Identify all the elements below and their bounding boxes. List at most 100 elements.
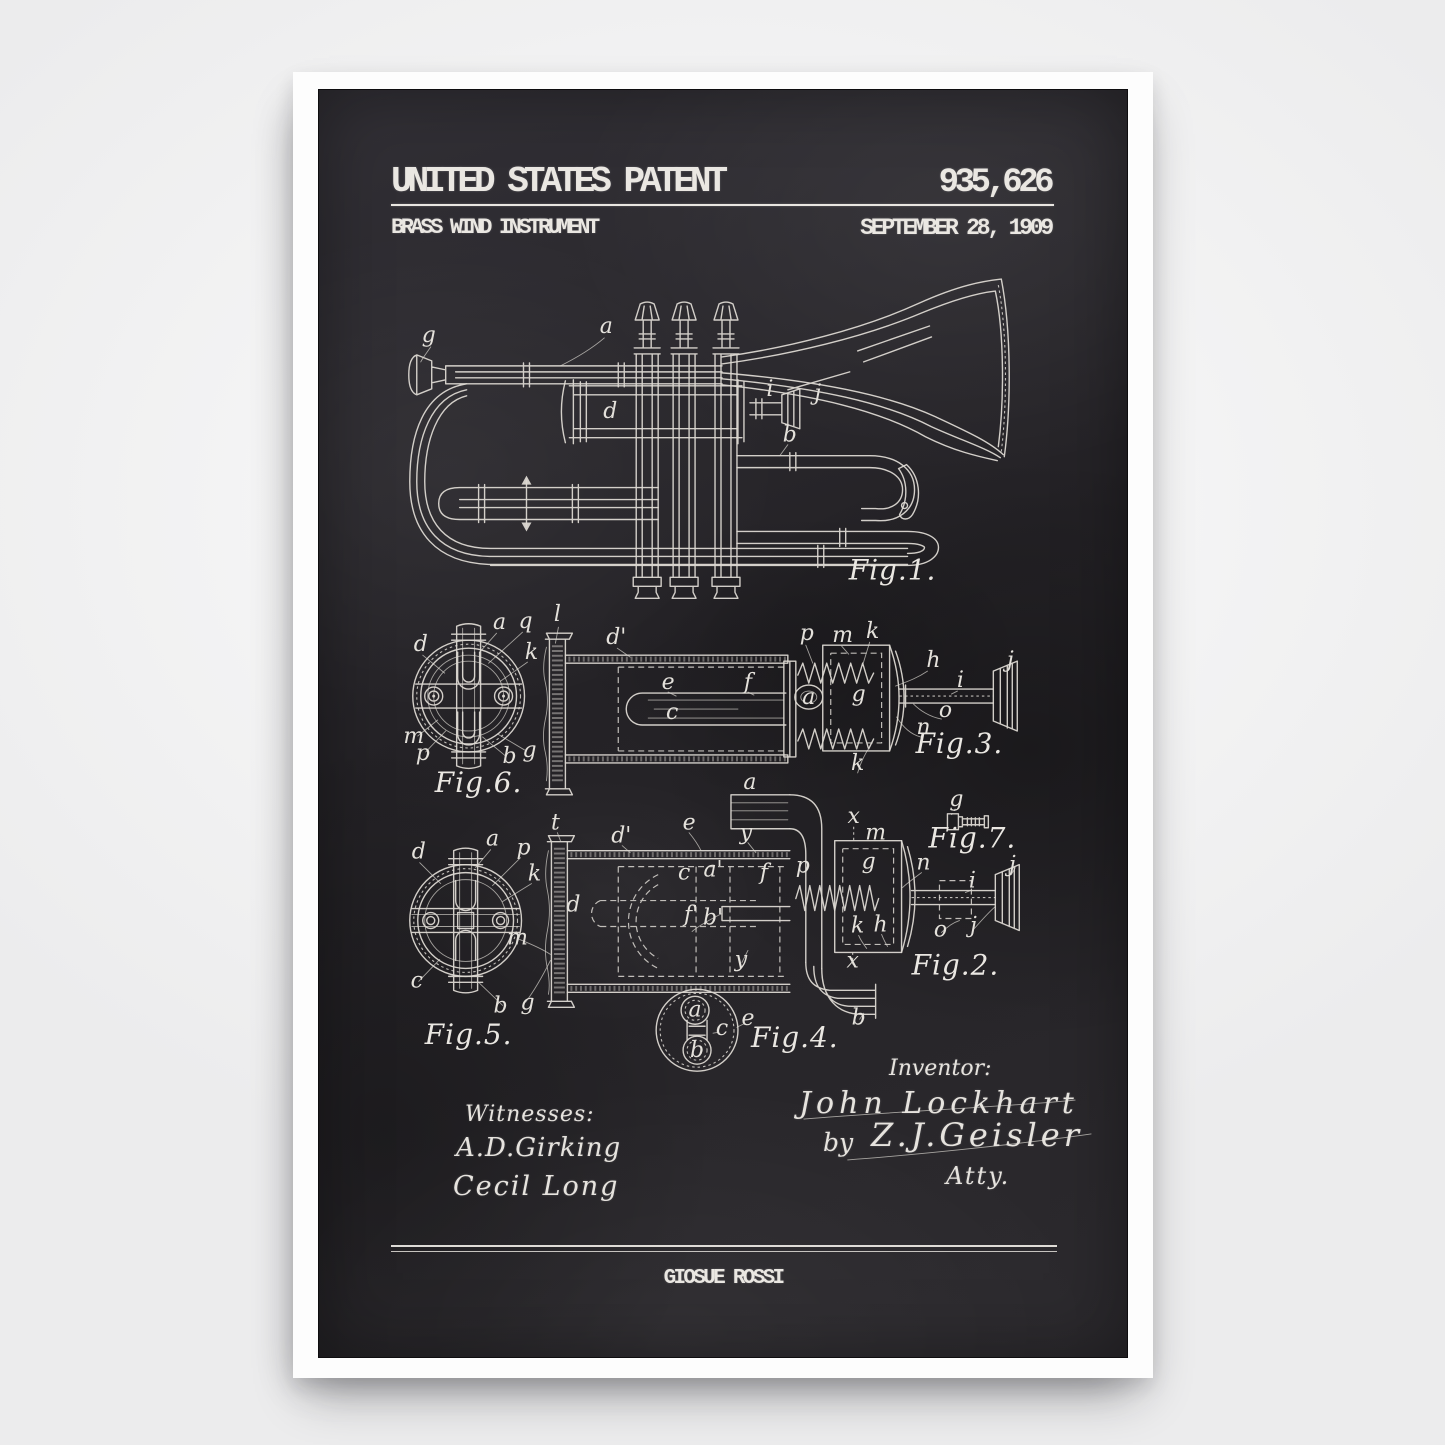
valve-casing — [632, 301, 662, 600]
part-label-fig3-n: n — [916, 715, 930, 740]
patent-header: UNITED STATES PATENT 935,626 BRASS WIND … — [391, 161, 1055, 243]
part-label-fig6-b: b — [503, 744, 517, 769]
part-label-fig3-m: m — [832, 623, 853, 648]
part-label-fig4-e: e — [741, 1006, 754, 1031]
part-label-fig3-a: a — [802, 685, 815, 710]
part-label-fig3-k: k — [866, 619, 879, 644]
part-label-fig5-k: k — [528, 862, 541, 887]
part-label-fig2-m: m — [865, 821, 886, 846]
part-label-fig3-l: l — [554, 602, 561, 627]
part-label-fig6-g: g — [522, 738, 536, 763]
part-label-fig2-x: x — [846, 948, 859, 973]
witnesses-heading: Witnesses: — [465, 1102, 595, 1127]
part-label-fig2-t: t — [551, 811, 560, 836]
part-label-fig2-y: y — [734, 947, 748, 972]
part-label-fig6-a: a — [493, 610, 506, 635]
part-label-fig2-j: j — [966, 913, 977, 938]
caption-fig7: Fig.7. — [928, 822, 1017, 855]
part-label-fig2-f: f — [758, 861, 772, 886]
part-label-fig3-d': d' — [606, 625, 626, 650]
subheader-row: BRASS WIND INSTRUMENT SEPTEMBER 28, 1909 — [391, 215, 1054, 243]
header-rule — [391, 204, 1054, 206]
part-label-fig1-b: b — [783, 423, 797, 448]
header-row: UNITED STATES PATENT 935,626 — [391, 161, 1055, 202]
part-label-fig2-o: o — [934, 917, 947, 942]
patent-number: 935,626 — [938, 164, 1055, 202]
part-label-fig5-c: c — [411, 968, 423, 993]
valve-casing — [669, 301, 699, 600]
part-label-fig2-a: a — [743, 770, 756, 795]
figure-7: Fig.7. g — [928, 787, 1017, 855]
part-label-fig2-x: x — [847, 804, 860, 829]
part-label-fig4-a: a — [689, 997, 702, 1022]
inventor-signature: John Lockhart — [799, 1086, 1079, 1121]
part-label-fig2-b: b — [852, 1005, 866, 1030]
witness-signature-2: Cecil Long — [453, 1171, 620, 1202]
part-label-fig2-j: j — [1005, 853, 1016, 878]
part-label-fig1-g: g — [422, 323, 436, 348]
attorney-signature: Z.J.Geisler — [871, 1116, 1083, 1154]
part-label-fig5-p: p — [516, 836, 530, 861]
part-label-fig2-n: n — [916, 851, 930, 876]
part-label-fig2-i: i — [969, 869, 976, 894]
part-label-fig3-k: k — [851, 751, 864, 776]
part-label-fig1-j: j — [810, 381, 821, 406]
part-label-fig6-m: m — [403, 724, 424, 749]
caption-fig1: Fig.1. — [848, 553, 937, 586]
attorney-by-prefix: by — [823, 1128, 854, 1157]
part-label-fig3-i: i — [957, 668, 964, 693]
part-label-fig3-p: p — [800, 621, 814, 646]
part-label-fig6-k: k — [525, 640, 538, 665]
caption-fig5: Fig.5. — [424, 1018, 513, 1051]
part-label-fig2-e: e — [683, 811, 696, 836]
footer-name: GIOSUE ROSSI — [663, 1267, 786, 1290]
signature-flourish — [803, 1099, 1092, 1161]
part-label-fig2-d: d — [566, 893, 580, 918]
part-label-fig3-f: f — [742, 670, 756, 695]
part-label-fig1-i: i — [766, 377, 773, 402]
valve-casing — [711, 301, 741, 600]
part-label-fig5-b: b — [494, 993, 508, 1018]
caption-fig3: Fig.3. — [915, 727, 1004, 760]
patent-title: UNITED STATES PATENT — [391, 161, 728, 202]
part-label-fig7-g: g — [949, 787, 963, 812]
part-label-fig4-c: c — [716, 1016, 728, 1041]
part-label-fig5-d: d — [412, 840, 426, 865]
part-label-fig5-a: a — [486, 827, 499, 852]
part-label-fig6-p: p — [416, 741, 430, 766]
part-label-fig2-y: y — [739, 821, 753, 846]
part-label-fig3-h: h — [926, 648, 940, 673]
part-label-fig4-b: b — [690, 1038, 704, 1063]
part-label-fig2-a': a' — [703, 858, 722, 883]
footer-rule — [391, 1245, 1057, 1252]
patent-date: SEPTEMBER 28, 1909 — [860, 215, 1054, 241]
part-label-fig2-f': f' — [682, 903, 698, 928]
part-label-fig2-h: h — [874, 912, 888, 937]
part-label-fig2-c: c — [678, 861, 690, 886]
patent-subtitle: BRASS WIND INSTRUMENT — [391, 215, 600, 240]
part-label-fig3-g: g — [852, 682, 866, 707]
part-label-fig2-k: k — [851, 913, 864, 938]
part-label-fig2-p: p — [796, 854, 810, 879]
part-label-fig5-g: g — [520, 990, 534, 1015]
caption-fig6: Fig.6. — [434, 766, 523, 799]
attorney-title: Atty. — [946, 1162, 1011, 1190]
part-label-fig2-g: g — [862, 850, 876, 875]
part-label-fig6-d: d — [414, 632, 428, 657]
part-label-fig2-b': b' — [703, 906, 723, 931]
part-label-fig1-a: a — [600, 314, 613, 339]
part-label-fig6-q: q — [518, 609, 532, 634]
figure-1: Fig.1. g a d i jb — [408, 278, 1010, 600]
part-label-fig3-e: e — [662, 670, 675, 695]
part-label-fig3-o: o — [939, 698, 952, 723]
caption-fig4: Fig.4. — [750, 1021, 839, 1054]
part-label-fig1-d: d — [603, 399, 617, 424]
